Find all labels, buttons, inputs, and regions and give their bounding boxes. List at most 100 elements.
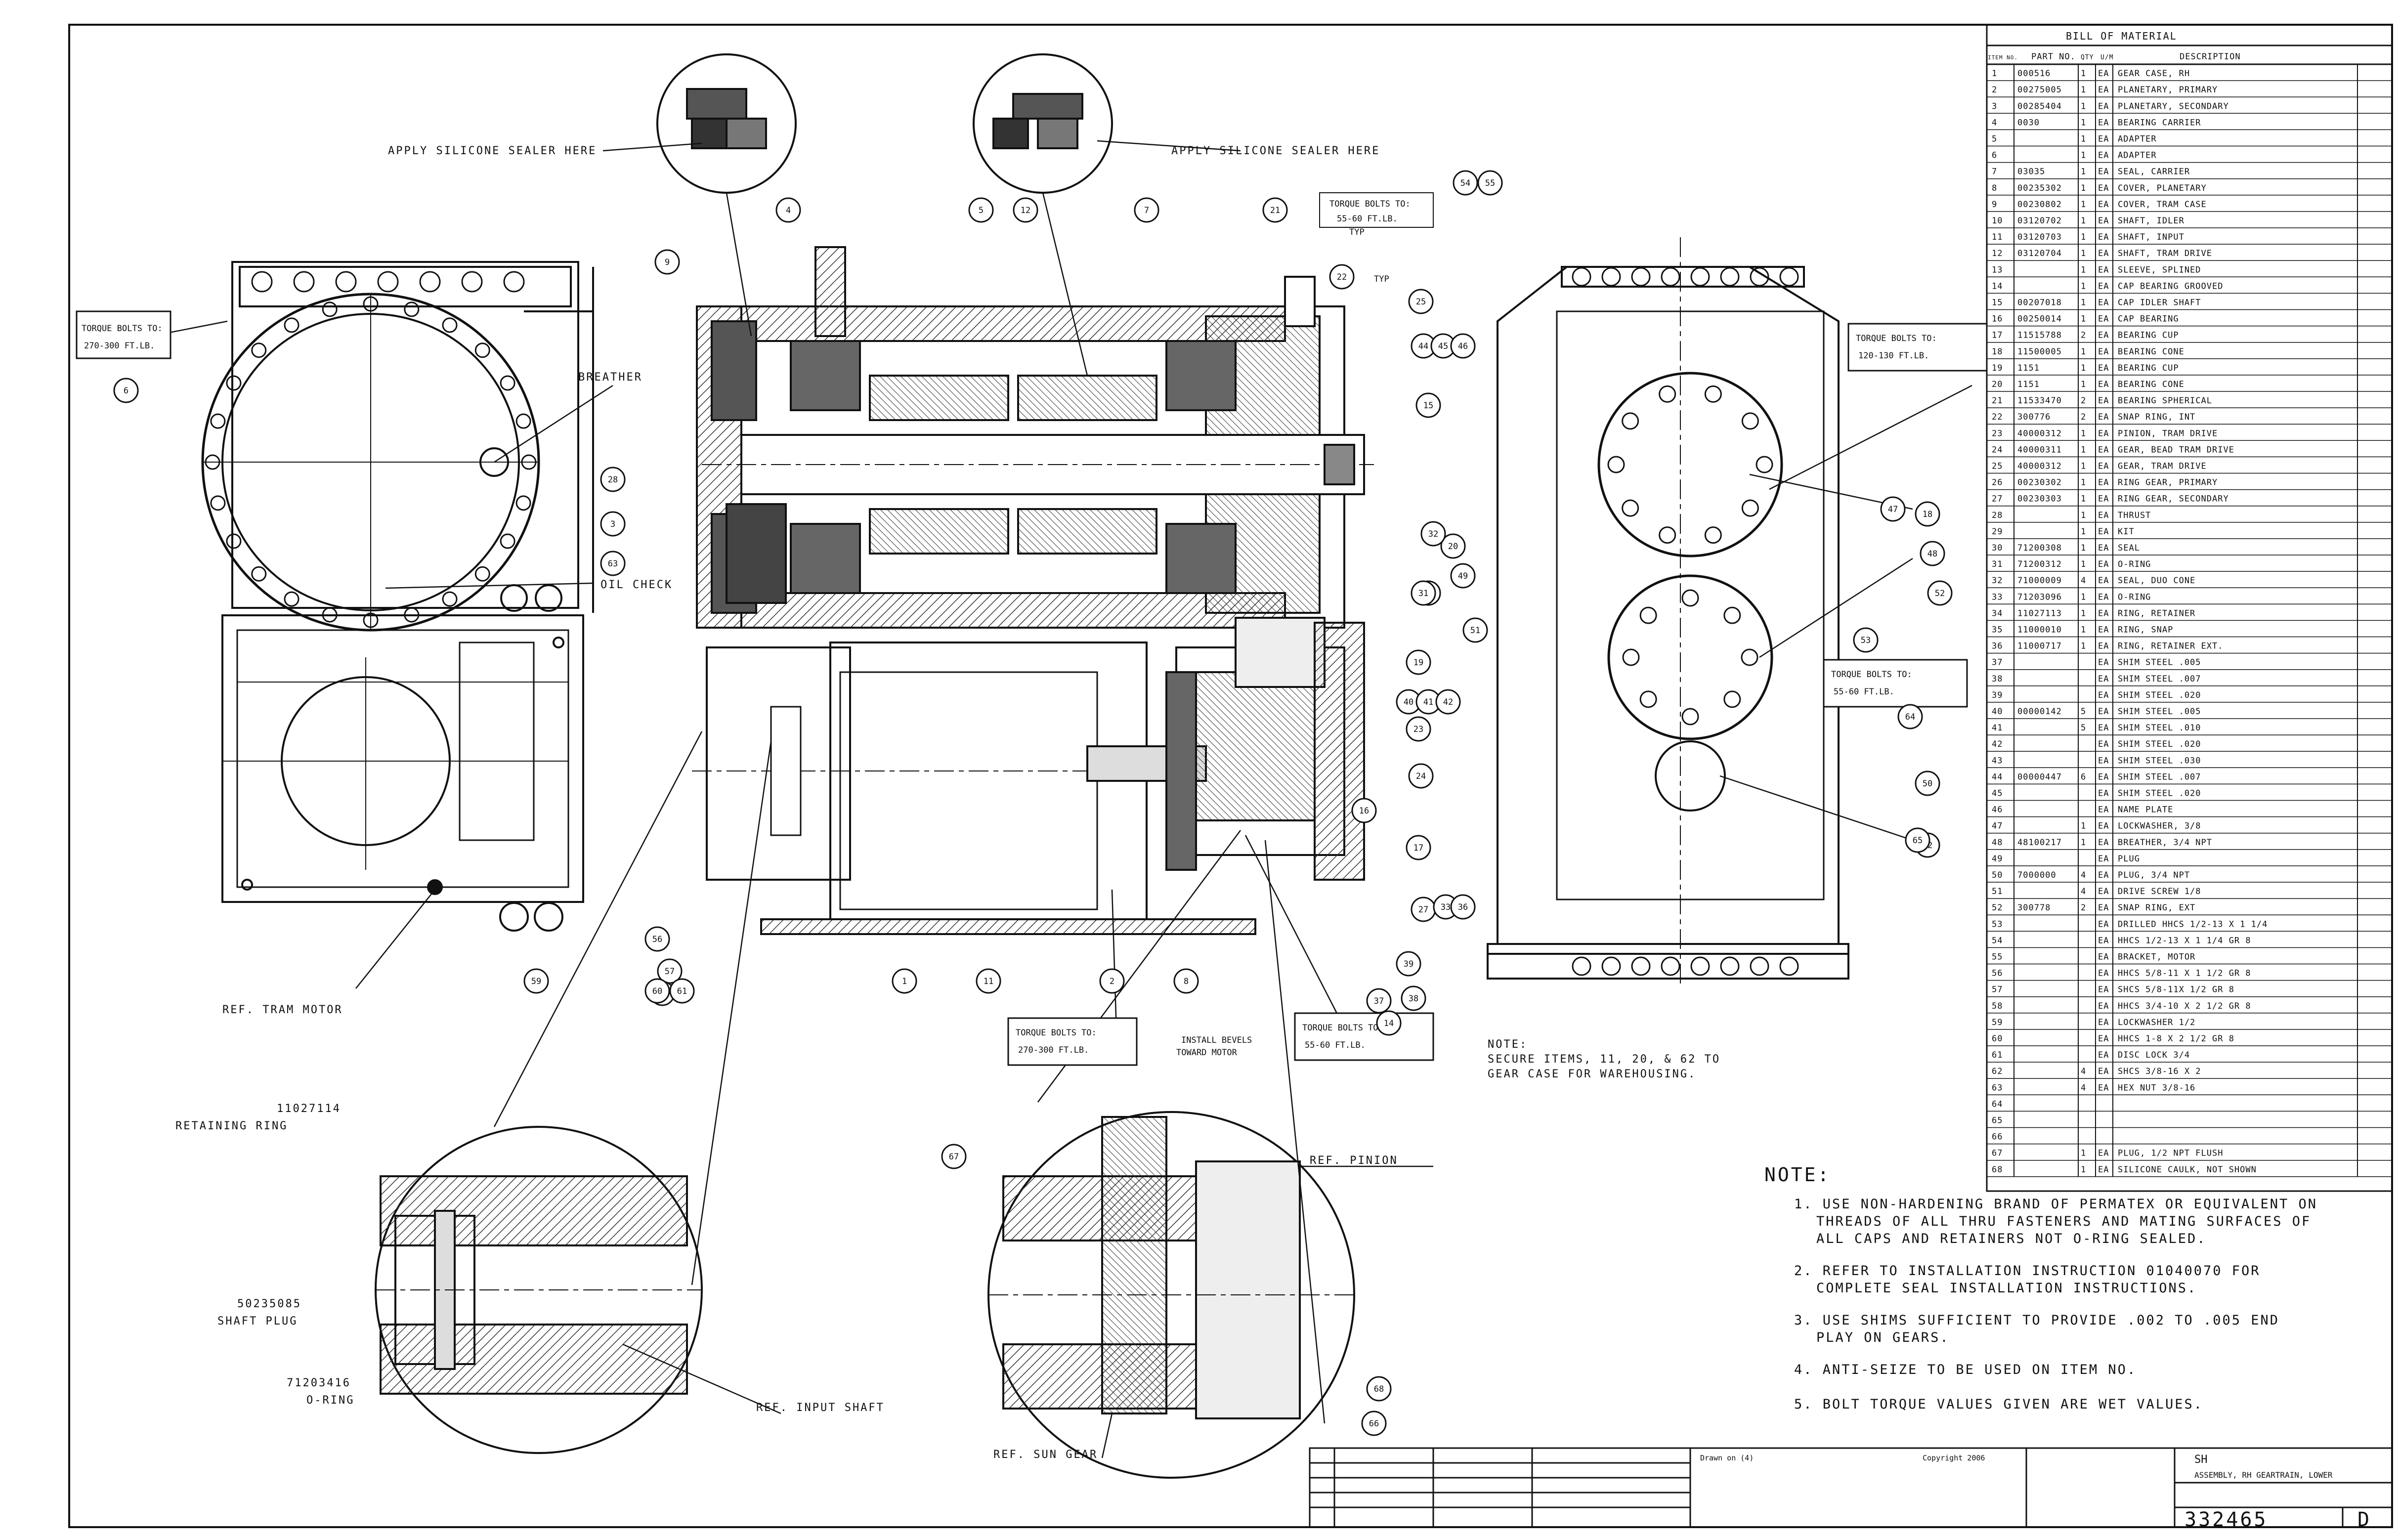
- item-balloon: 25: [1408, 289, 1434, 314]
- item-balloon: 55: [1477, 170, 1503, 196]
- bom-cell: SHIM STEEL .005: [2118, 658, 2201, 668]
- bom-cell: 36: [1992, 642, 2003, 651]
- item-balloon: 31: [1411, 580, 1436, 606]
- bom-cell: 47: [1992, 821, 2003, 831]
- detail-circle-pinion: [987, 1111, 1355, 1479]
- small-note-line2: GEAR CASE FOR WAREHOUSING.: [1488, 1068, 1696, 1080]
- item-balloon-label: 24: [1416, 771, 1426, 781]
- bom-cell: 1: [2081, 478, 2086, 488]
- bom-cell: EA: [2098, 642, 2109, 651]
- bom-cell: 00230302: [2017, 478, 2062, 488]
- bom-cell: 1: [2081, 347, 2086, 357]
- bom-cell: 2: [2081, 396, 2086, 406]
- bom-cell: BEARING CUP: [2118, 363, 2179, 373]
- bolt-hole-icon: [474, 342, 490, 358]
- bom-cell: EA: [2098, 134, 2109, 144]
- bom-cell: KIT: [2118, 527, 2135, 537]
- callout-text: APPLY SILICONE SEALER HERE APPLY SILICON…: [76, 145, 1988, 1461]
- item-balloon-label: 17: [1413, 843, 1423, 853]
- item-balloon-label: 36: [1458, 902, 1468, 912]
- bolt-head-icon: [1720, 267, 1740, 287]
- svg-text:TORQUE BOLTS TO:: TORQUE BOLTS TO:: [82, 324, 163, 334]
- item-balloon: 53: [1853, 627, 1879, 653]
- bolt-hole-icon: [1741, 499, 1759, 517]
- item-balloon: 60: [644, 978, 670, 1004]
- bom-cell: EA: [2098, 1083, 2109, 1093]
- bolt-hole-icon: [500, 533, 515, 549]
- left-end-view: [201, 261, 594, 632]
- item-balloon: 15: [1415, 392, 1441, 418]
- bom-cell: BEARING CONE: [2118, 380, 2184, 389]
- bom-cell: 03035: [2017, 167, 2045, 177]
- bom-cell: EA: [2098, 1018, 2109, 1027]
- bom-cell: 5: [2081, 707, 2086, 717]
- item-balloon: 12: [1013, 197, 1038, 223]
- bom-cell: EA: [2098, 232, 2109, 242]
- item-balloon: 39: [1396, 951, 1421, 977]
- bom-cell: EA: [2098, 200, 2109, 210]
- bom-cell: SEAL, CARRIER: [2118, 167, 2190, 177]
- bom-cell: EA: [2098, 347, 2109, 357]
- item-balloon-label: 59: [531, 977, 541, 986]
- bom-cell: 48: [1992, 838, 2003, 848]
- item-balloon-label: 65: [1913, 836, 1923, 846]
- bom-cell: 4: [2081, 1067, 2086, 1076]
- bom-cell: 1: [2081, 511, 2086, 520]
- bom-cell: 6: [2081, 772, 2086, 782]
- item-balloon: 47: [1880, 496, 1906, 522]
- left-motor-view: [221, 584, 584, 932]
- bolt-hole-icon: [1659, 526, 1676, 544]
- bom-cell: 46: [1992, 805, 2003, 815]
- bom-cell: 28: [1992, 511, 2003, 520]
- item-balloon-label: 53: [1861, 636, 1871, 645]
- bom-cell: EA: [2098, 462, 2109, 471]
- bom-cell: SILICONE CAULK, NOT SHOWN: [2118, 1165, 2257, 1175]
- item-balloon: 50: [1915, 770, 1940, 796]
- bom-cell: EA: [2098, 428, 2109, 438]
- bom-cell: 00000142: [2017, 707, 2062, 717]
- bom-cell: EA: [2098, 838, 2109, 848]
- bom-cell: SNAP RING, EXT: [2118, 903, 2195, 913]
- bom-cell: 11515788: [2017, 331, 2062, 341]
- bolt-head-icon: [461, 271, 483, 293]
- bom-cell: 62: [1992, 1067, 2003, 1076]
- install-bevels-label: INSTALL BEVELS: [1181, 1035, 1252, 1045]
- bom-cell: 7: [1992, 167, 1997, 177]
- bolt-hole-icon: [1622, 499, 1639, 517]
- bom-row: 64: [1992, 1099, 2002, 1109]
- item-balloon: 48: [1920, 541, 1945, 566]
- bom-cell: 71000009: [2017, 576, 2062, 586]
- note-1a: 1. USE NON-HARDENING BRAND OF PERMATEX O…: [1794, 1197, 2317, 1212]
- item-balloon: 41: [1415, 689, 1441, 715]
- bom-cell: 2: [2081, 331, 2086, 341]
- bom-cell: 49: [1992, 854, 2003, 864]
- bom-cell: EA: [2098, 723, 2109, 733]
- item-balloon-label: 7: [1144, 206, 1149, 215]
- item-balloon: 32: [1420, 521, 1446, 547]
- bolt-head-icon: [1690, 956, 1710, 976]
- bom-cell: SHAFT, TRAM DRIVE: [2118, 249, 2212, 258]
- bom-cell: 52: [1992, 903, 2003, 913]
- bolt-hole-icon: [1681, 589, 1699, 607]
- bom-cell: 1: [2081, 363, 2086, 373]
- bom-cell: 45: [1992, 789, 2003, 799]
- item-balloon-label: 16: [1359, 806, 1369, 816]
- bom-cell: 56: [1992, 969, 2003, 979]
- bom-cell: 61: [1992, 1050, 2003, 1060]
- bolt-hole-icon: [1659, 385, 1676, 403]
- bom-cell: 1: [2081, 380, 2086, 389]
